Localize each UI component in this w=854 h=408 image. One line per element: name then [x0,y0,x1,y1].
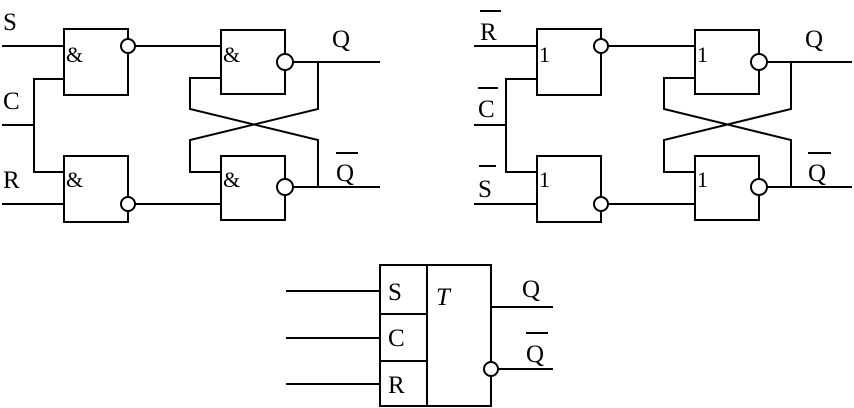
feedback-wire [663,62,792,173]
block-body [379,264,492,407]
inversion-bubble [593,38,609,54]
block-input-c-label: C [388,325,405,352]
inversion-bubble [120,196,136,212]
output-q-label: Q [332,26,350,53]
inversion-bubble [276,53,294,71]
output-q-bar-label: Q [808,160,826,187]
input-c-bar-label: C [478,96,495,123]
inversion-bubble [483,361,499,377]
clock-distribution-wire [33,78,64,173]
gate-symbol: & [66,42,83,67]
block-output-q-bar-label: Q [526,341,544,368]
output-q-bar-label: Q [336,160,354,187]
input-c-label: C [3,88,20,115]
feedback-wire [663,77,792,187]
block-input-s-label: S [388,279,402,306]
clock-distribution-wire [505,78,537,173]
output-q-label: Q [805,26,823,53]
inversion-bubble [593,196,609,212]
gate-symbol: 1 [697,42,708,67]
input-gate-top [63,28,129,96]
gate-symbol: 1 [697,167,708,192]
input-s-bar-label: S [478,176,492,203]
latch-gate-top [694,29,760,95]
inversion-bubble [750,178,768,196]
gate-symbol: 1 [539,42,550,67]
nor-rs-flip-flop: 1 1 1 1 R C S Q Q [474,10,852,223]
block-type-label: T [436,284,452,311]
block-output-q-label: Q [522,276,540,303]
nand-rs-flip-flop: & & & & S C R Q Q [2,9,380,223]
inversion-bubble [750,53,768,71]
input-s-label: S [3,9,17,36]
latch-gate-top [220,29,286,95]
inversion-bubble [276,178,294,196]
input-r-bar-label: R [480,19,497,46]
gate-symbol: & [66,167,83,192]
inversion-bubble [120,38,136,54]
gate-symbol: & [223,167,240,192]
gate-symbol: 1 [539,167,550,192]
input-gate-bottom [63,155,129,223]
latch-gate-bottom [694,155,760,221]
input-gate-top [536,28,602,96]
input-r-label: R [3,167,20,194]
gate-symbol: & [223,42,240,67]
feedback-wire [189,62,319,173]
feedback-wire [189,77,319,187]
flip-flop-block-symbol: S C R T Q Q [286,264,553,407]
input-gate-bottom [536,155,602,223]
block-input-r-label: R [388,372,405,399]
